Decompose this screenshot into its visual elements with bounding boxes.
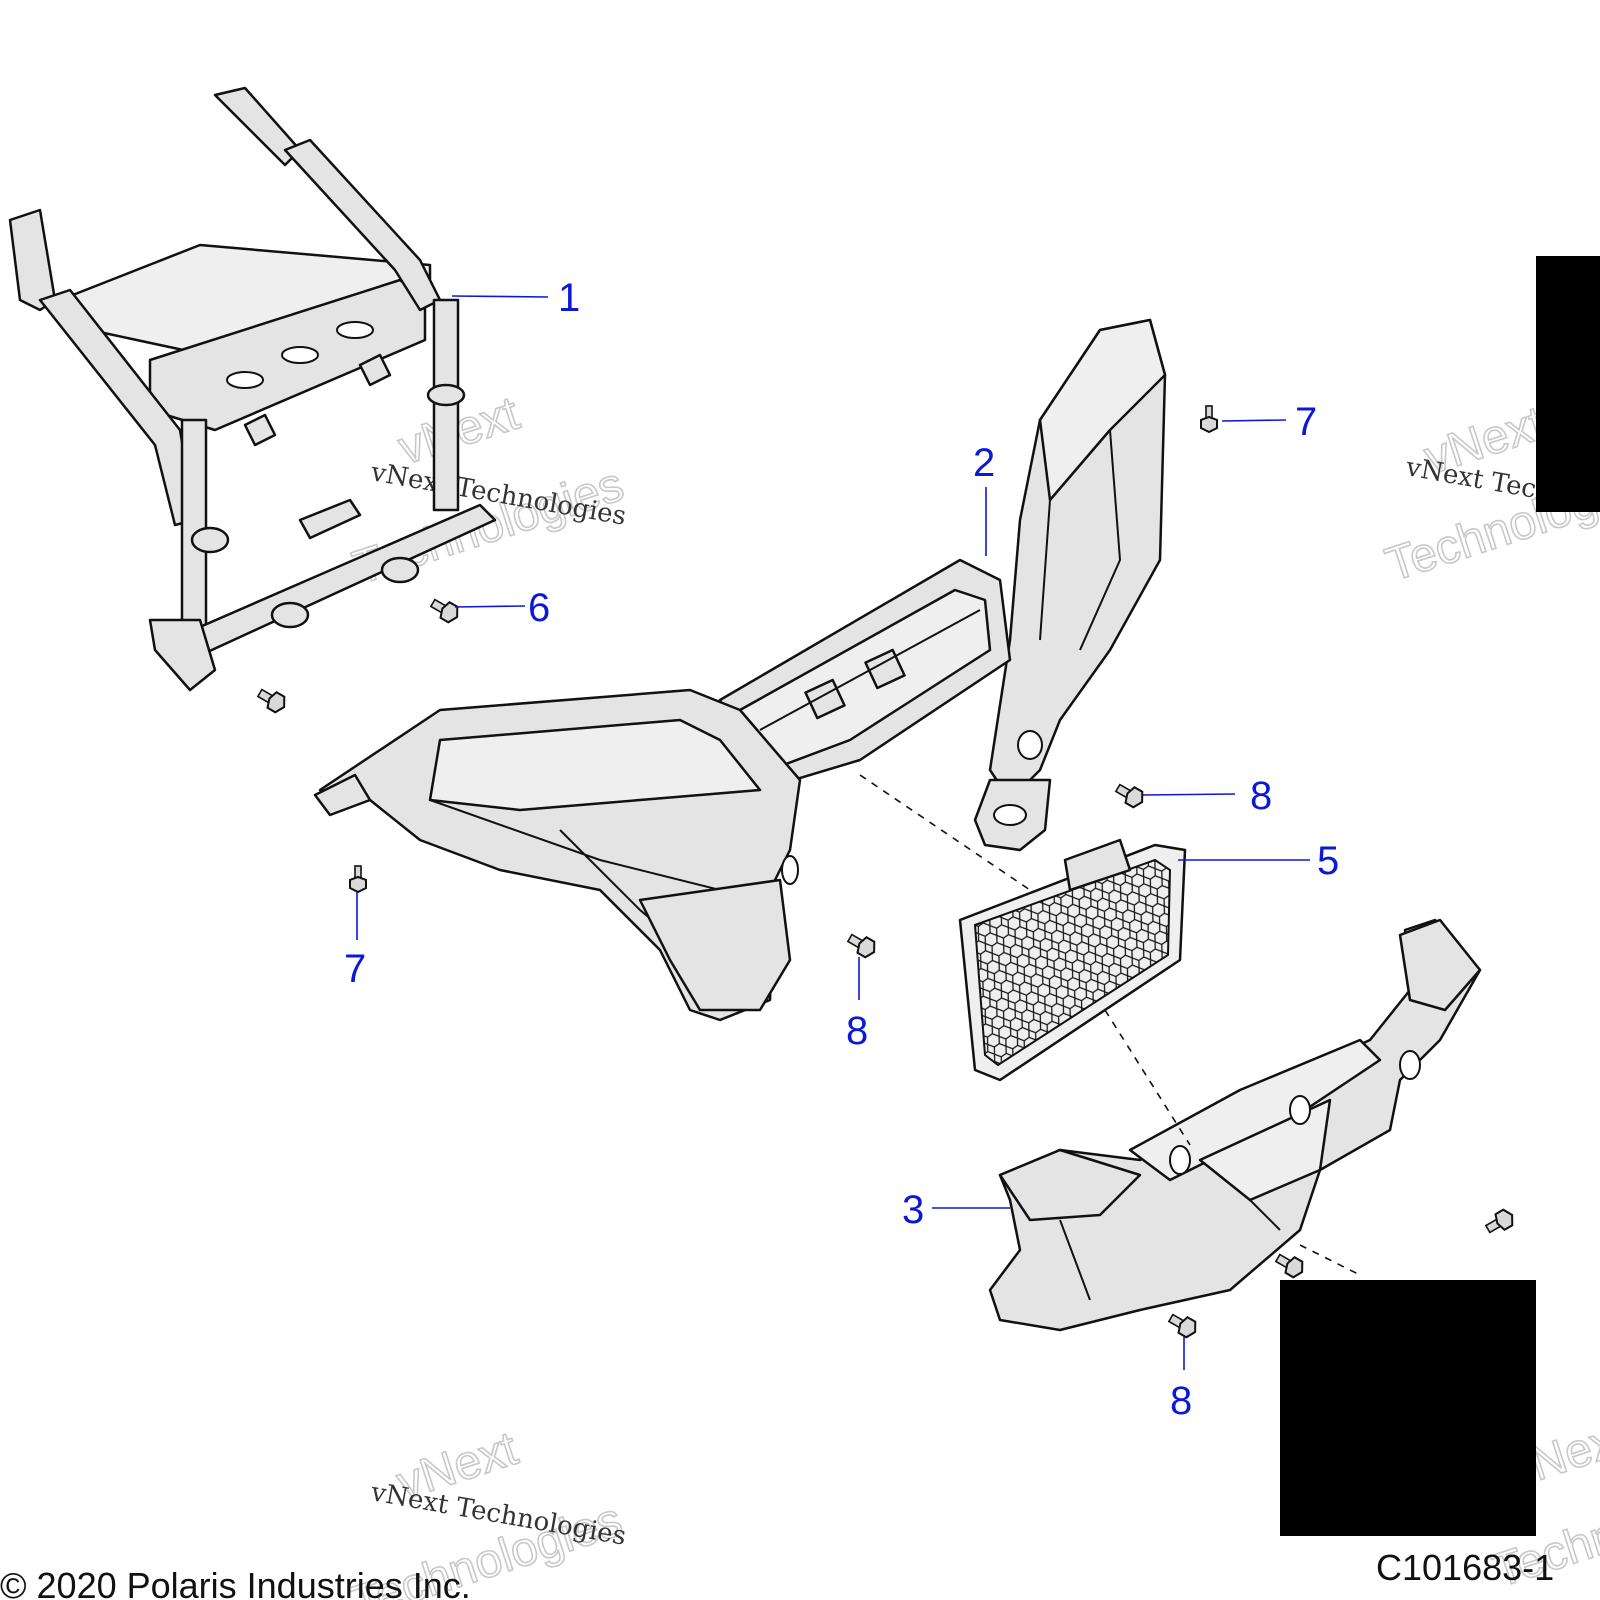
assembly-line-upper [859, 774, 1031, 891]
callout-2: 2 [973, 441, 995, 485]
callout-8-right: 8 [1250, 774, 1272, 818]
callout-3: 3 [902, 1188, 924, 1232]
bolt-lower-right-1 [1274, 1253, 1304, 1279]
bolt-lower-right-2 [1484, 1208, 1514, 1234]
callout-6: 6 [528, 586, 550, 630]
callout-7-left: 7 [344, 947, 366, 991]
bolt-6 [429, 598, 459, 624]
redaction-box-bottom-right [1280, 1280, 1536, 1536]
bolt-8-bottom [1167, 1313, 1197, 1339]
part-1-frame-bracket [8, 86, 497, 692]
callout-7-top: 7 [1295, 400, 1317, 444]
part-5-grille [958, 838, 1187, 1082]
leader-6 [454, 605, 526, 608]
leader-1 [451, 295, 549, 298]
callout-8-center: 8 [846, 1009, 868, 1053]
bolt-7-top [1200, 405, 1218, 434]
callout-8-bottom: 8 [1170, 1379, 1192, 1423]
assembly-line-middle [1104, 1009, 1191, 1146]
callout-1: 1 [558, 276, 580, 320]
bolt-8-right [1114, 783, 1144, 809]
bolt-8-center [846, 933, 876, 959]
assembly-line-lower [1299, 1244, 1361, 1276]
leader-8-right [1142, 793, 1236, 796]
copyright-text: © 2020 Polaris Industries Inc. [0, 1565, 471, 1600]
part-3-lower-bumper [988, 918, 1482, 1332]
part-2-front-fascia [313, 318, 1167, 1022]
diagram-id: C101683-1 [1376, 1547, 1554, 1588]
callout-5: 5 [1317, 839, 1339, 883]
redaction-box-right [1536, 256, 1600, 512]
bolt-left-frame [256, 688, 286, 714]
leader-7-top [1221, 419, 1287, 422]
bolt-7-left [349, 865, 367, 894]
